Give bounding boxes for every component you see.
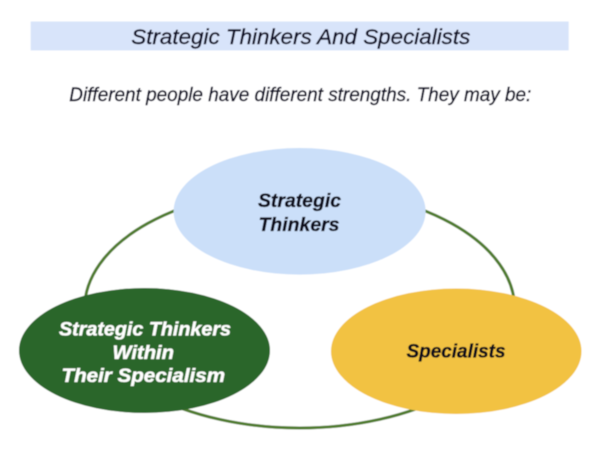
svg-text:Different people have differen: Different people have different strength… [69,85,531,106]
svg-text:Strategic Thinkers And Special: Strategic Thinkers And Specialists [131,25,470,49]
svg-text:Strategic Thinkers: Strategic Thinkers [59,319,231,340]
svg-text:Specialists: Specialists [407,341,506,362]
svg-text:Strategic: Strategic [258,191,341,212]
svg-text:Their Specialism: Their Specialism [62,366,226,387]
svg-text:Within: Within [113,343,175,364]
svg-text:Thinkers: Thinkers [259,215,340,236]
